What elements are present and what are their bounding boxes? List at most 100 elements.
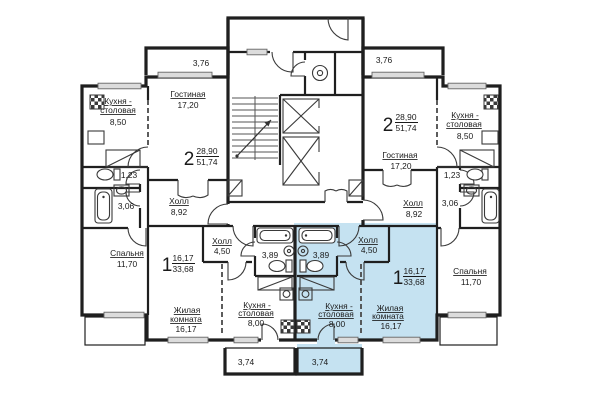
bathtub-icon bbox=[94, 188, 113, 224]
apartment-living-area: 28,90 bbox=[396, 112, 417, 122]
window-vestibule bbox=[246, 48, 268, 56]
elevators bbox=[282, 98, 321, 186]
room-name: Спальня bbox=[453, 266, 487, 276]
bathtub-icon bbox=[481, 188, 500, 224]
window-kitchen-left bbox=[97, 82, 142, 90]
apartment-total-area: 33,68 bbox=[404, 277, 425, 287]
toilet-icon bbox=[466, 168, 489, 181]
room-area: 8,92 bbox=[171, 207, 188, 217]
room-name: Кухня - bbox=[451, 110, 479, 120]
balcony-door-gap-right bbox=[317, 336, 335, 344]
room-name: Холл bbox=[169, 196, 189, 206]
apt1-left-entrance-door bbox=[232, 225, 254, 247]
kitchen-counter bbox=[459, 149, 495, 168]
sink-icon bbox=[113, 184, 130, 197]
sink-icon bbox=[463, 184, 480, 197]
room-name: Холл bbox=[358, 235, 378, 245]
stove-icon bbox=[483, 94, 499, 110]
apartment-total-area: 51,74 bbox=[197, 157, 218, 167]
balcony-top-left-walls bbox=[144, 46, 230, 75]
bathtub-icon bbox=[298, 227, 336, 244]
window-kitchen-1-left bbox=[233, 336, 259, 344]
stove-icon bbox=[89, 94, 105, 110]
balcony-area: 3,76 bbox=[193, 58, 210, 68]
window-livingroom-1-right bbox=[382, 336, 421, 344]
room-name: Жилая bbox=[174, 305, 201, 315]
room-area: 8,50 bbox=[457, 131, 474, 141]
room-area: 8,00 bbox=[248, 318, 265, 328]
room-name: столовая bbox=[238, 308, 274, 318]
room-area: 3,06 bbox=[118, 201, 135, 211]
room-name: комната bbox=[372, 311, 404, 321]
kitchen-cabinet bbox=[481, 130, 499, 145]
room-area: 8,50 bbox=[110, 117, 127, 127]
window-living-right bbox=[371, 71, 425, 79]
apartment-number: 1 bbox=[162, 255, 173, 276]
room-name: столовая bbox=[446, 119, 482, 129]
kitchen-sink bbox=[279, 287, 294, 301]
apartment-number: 2 bbox=[184, 149, 195, 170]
window-living-left bbox=[157, 71, 213, 79]
window-bedroom-left bbox=[103, 311, 145, 319]
apt2-left-living-double-door bbox=[177, 180, 209, 199]
balcony-area: 3,76 bbox=[376, 55, 393, 65]
apt1-right-balcony-door bbox=[317, 323, 335, 341]
room-name: Холл bbox=[212, 236, 232, 246]
room-area: 3,89 bbox=[313, 250, 330, 260]
labels: 3,76 3,76 3,74 3,74 2 28,90 51,74 Гостин… bbox=[100, 55, 487, 367]
room-area: 17,20 bbox=[178, 100, 199, 110]
balcony-area: 3,74 bbox=[238, 357, 255, 367]
window-kitchen-1-right bbox=[337, 336, 359, 344]
apt2-right-living-double-door bbox=[382, 170, 412, 187]
terrace-left bbox=[84, 316, 146, 346]
stairs-direction-arrow bbox=[264, 120, 271, 127]
toilet-icon bbox=[268, 259, 293, 273]
window-bedroom-right bbox=[447, 311, 487, 319]
washing-machine-icon bbox=[297, 245, 309, 257]
window-kitchen-right bbox=[447, 82, 487, 90]
apartment-living-area: 16,17 bbox=[404, 266, 425, 276]
room-area: 8,00 bbox=[329, 319, 346, 329]
apt1-right-hall-door bbox=[345, 261, 365, 281]
room-name: Жилая bbox=[377, 303, 404, 313]
apartment-living-area: 16,17 bbox=[173, 253, 194, 263]
garbage-room-door bbox=[290, 61, 306, 77]
doors bbox=[125, 17, 475, 341]
apt2-left-wc-door bbox=[125, 169, 141, 185]
stove-icon bbox=[280, 319, 295, 334]
balcony-bottom-left-walls bbox=[223, 348, 297, 376]
corridor-niches bbox=[227, 179, 364, 197]
room-area: 16,17 bbox=[381, 321, 402, 331]
apt2-left-bedroom-door bbox=[127, 227, 147, 247]
apt2-right-bedroom-door bbox=[440, 227, 460, 247]
apt1-left-bath-door bbox=[240, 241, 256, 257]
corridor-double-door bbox=[324, 189, 348, 202]
closet bbox=[257, 276, 293, 291]
staircase bbox=[232, 96, 278, 160]
room-area: 4,50 bbox=[361, 245, 378, 255]
apt2-left-entrance-door bbox=[207, 203, 229, 225]
apt1-left-balcony-door bbox=[261, 323, 279, 341]
room-area: 3,89 bbox=[262, 250, 279, 260]
apartment-total-area: 51,74 bbox=[396, 123, 417, 133]
room-area: 17,20 bbox=[391, 161, 412, 171]
kitchen-sink bbox=[298, 287, 313, 301]
apartment-1-left-region[interactable] bbox=[148, 226, 295, 340]
bathtub-icon bbox=[256, 227, 294, 244]
apt1-right-entrance-door bbox=[338, 225, 360, 247]
apartment-1-right-region-selected[interactable] bbox=[295, 223, 437, 340]
room-name: Кухня - bbox=[104, 96, 132, 106]
apartment-number: 2 bbox=[383, 115, 394, 136]
toilet-icon bbox=[299, 259, 324, 273]
entrance-door bbox=[327, 17, 349, 41]
room-area: 11,70 bbox=[117, 259, 138, 269]
kitchen-counter bbox=[105, 149, 141, 168]
room-name: столовая bbox=[100, 105, 136, 115]
balcony-area: 3,74 bbox=[312, 357, 329, 367]
apt2-right-kitchen-door bbox=[436, 146, 458, 168]
stair-hall-door bbox=[271, 51, 294, 73]
room-name: Кухня - bbox=[243, 300, 271, 310]
kitchen-cabinet bbox=[87, 130, 105, 145]
